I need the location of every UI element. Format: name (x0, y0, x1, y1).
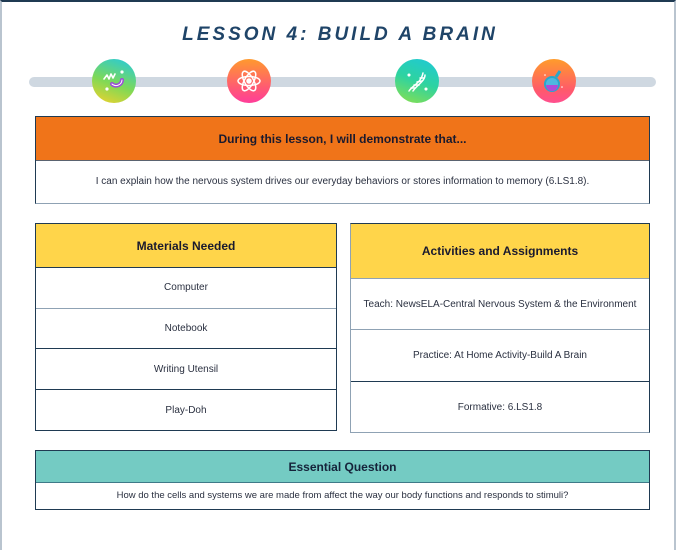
materials-item: Notebook (36, 309, 336, 350)
materials-item: Play-Doh (165, 404, 207, 416)
materials-item: Writing Utensil (36, 349, 336, 391)
essential-question-text: How do the cells and systems we are made… (116, 490, 569, 501)
page-title: LESSON 4: BUILD A BRAIN (182, 24, 498, 45)
materials-section: Materials Needed Computer Notebook Writi… (35, 223, 337, 431)
activities-item: Teach: NewsELA-Central Nervous System & … (351, 279, 649, 331)
materials-item: Computer (36, 268, 336, 309)
demonstrate-text: I can explain how the nervous system dri… (95, 176, 590, 187)
essential-question-header: Essential Question (36, 451, 649, 483)
materials-header: Materials Needed (36, 224, 336, 268)
activities-header: Activities and Assignments (351, 224, 649, 279)
progress-track (29, 77, 656, 87)
magnet-icon (92, 59, 136, 103)
demonstrate-section: During this lesson, I will demonstrate t… (35, 116, 650, 204)
atom-icon (227, 59, 271, 103)
essential-question-section: Essential Question How do the cells and … (35, 450, 650, 510)
flask-icon (532, 59, 576, 103)
activities-item: Formative: 6.LS1.8 (457, 401, 543, 413)
dna-icon (395, 59, 439, 103)
demonstrate-header: During this lesson, I will demonstrate t… (36, 117, 649, 161)
activities-section: Activities and Assignments Teach: NewsEL… (350, 223, 650, 433)
activities-item: Practice: At Home Activity-Build A Brain (351, 330, 649, 382)
